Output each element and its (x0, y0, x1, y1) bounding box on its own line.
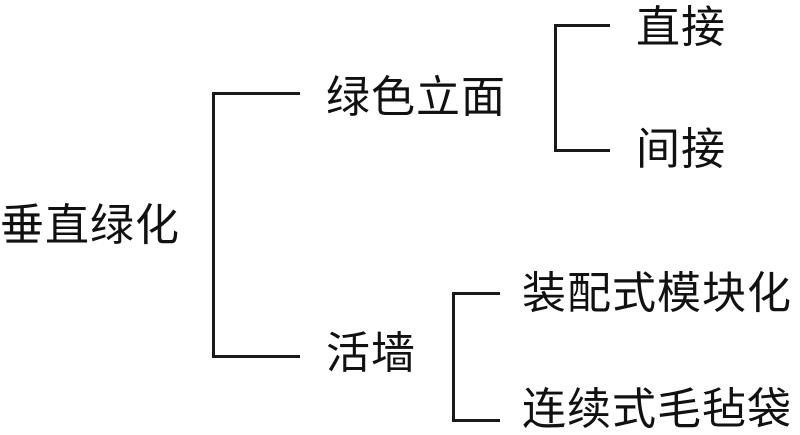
leaf-node-felt-pocket: 连续式毛毡袋 (522, 384, 792, 435)
leaf-node-indirect: 间接 (636, 124, 726, 175)
root-bracket (212, 92, 300, 358)
green-facade-bracket (554, 24, 610, 152)
branch-node-living-wall: 活墙 (326, 328, 416, 379)
leaf-node-modular: 装配式模块化 (522, 268, 792, 319)
leaf-node-direct: 直接 (636, 2, 726, 53)
root-node: 垂直绿化 (0, 200, 180, 251)
living-wall-bracket (452, 292, 500, 422)
branch-node-green-facade: 绿色立面 (326, 72, 506, 123)
